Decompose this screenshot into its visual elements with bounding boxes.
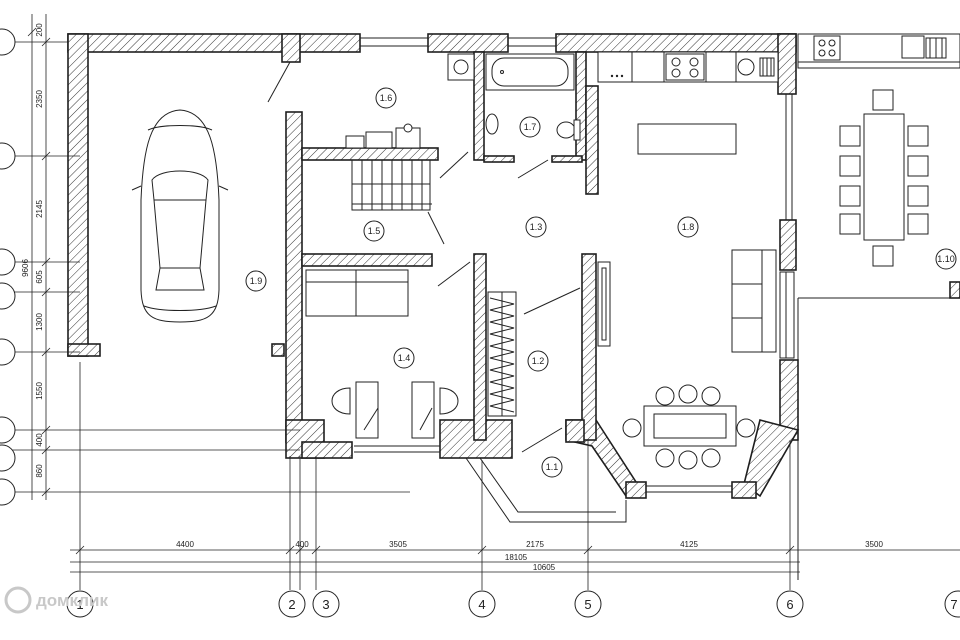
dim-bottom-3500: 3500 [865,540,883,549]
room-label-1-10: 1.10 [937,254,955,264]
staircase [351,159,432,211]
axis-5: 5 [584,597,591,612]
axis-7: 7 [950,597,957,612]
dim-left-2350: 2350 [35,90,44,108]
dim-bottom-3505: 3505 [389,540,407,549]
kitchen-fixtures [597,51,779,155]
room-label-1-1: 1.1 [546,462,559,472]
watermark-text: домклик [36,591,108,610]
dim-bottom-total-inner: 18105 [505,553,528,562]
wardrobe-icon [487,291,517,417]
dim-left-1550: 1550 [35,382,44,400]
dim-bottom-2175: 2175 [526,540,544,549]
car-icon [131,109,229,323]
axis-4: 4 [478,597,485,612]
desk-icon [331,381,459,439]
dim-left-860: 860 [35,464,44,478]
dim-left-200: 200 [35,23,44,37]
room-1-4-sofa [305,269,409,317]
sofa-icon [731,249,777,353]
bottom-dimension-chain: 4400 400 3505 2175 4125 3500 18105 10605 [70,362,960,590]
axis-2: 2 [288,597,295,612]
interior-walls [301,51,795,443]
exterior-walls [67,33,799,459]
left-dimension-chain: 200 2350 2145 605 1300 1550 400 860 9606 [0,14,410,500]
dim-left-400: 400 [35,433,44,447]
windows [354,37,793,453]
porch [465,457,627,523]
room-labels: 1.6 1.7 1.8 1.3 1.5 1.9 1.4 1.2 1.1 1.10 [245,87,957,478]
room-label-1-2: 1.2 [532,356,545,366]
room-label-1-6: 1.6 [380,93,393,103]
right-wing [797,33,960,580]
bottom-axis-bubbles: 1 2 3 4 5 6 7 [66,590,960,618]
doors [267,61,581,453]
dim-left-2145: 2145 [35,200,44,218]
room-label-1-4: 1.4 [398,353,411,363]
room-label-1-7: 1.7 [524,122,537,132]
dim-bottom-4400: 4400 [176,540,194,549]
dim-bottom-total-outer: 10605 [533,563,556,572]
watermark: домклик [4,586,108,614]
dim-left-1300: 1300 [35,313,44,331]
room-label-1-5: 1.5 [368,226,381,236]
bathroom-fixtures [485,53,581,141]
dining-table-icon [622,384,756,470]
dim-left-total: 9606 [21,259,30,277]
room-label-1-3: 1.3 [530,222,543,232]
dim-bottom-400: 400 [295,540,309,549]
left-axis-bubbles [0,28,16,506]
room-label-1-8: 1.8 [682,222,695,232]
axis-6: 6 [786,597,793,612]
dim-left-605: 605 [35,270,44,284]
axis-3: 3 [322,597,329,612]
axis-1: 1 [76,597,83,612]
room-label-1-9: 1.9 [250,276,263,286]
dim-bottom-4125: 4125 [680,540,698,549]
utility-fixtures [345,53,475,149]
wall-cabinet [597,261,611,347]
